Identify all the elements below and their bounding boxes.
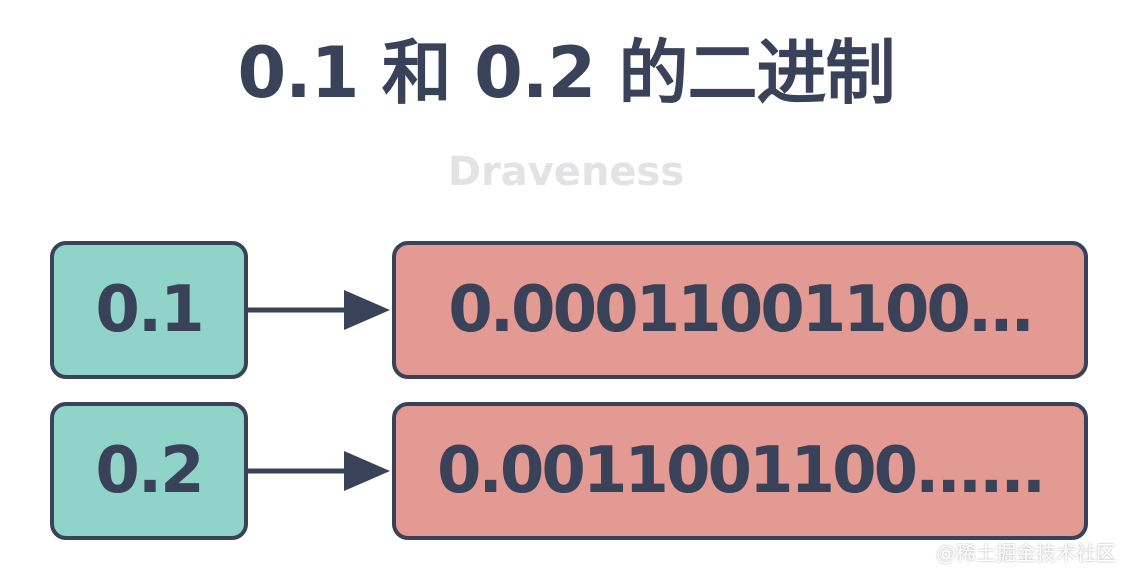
- author-subtitle: Draveness: [447, 149, 685, 195]
- decimal-box-0-2: 0.2: [50, 402, 248, 540]
- diagram-title: 0.1 和 0.2 的二进制: [237, 32, 895, 114]
- arrow-icon: [248, 451, 390, 491]
- watermark: @稀土掘金技术社区: [936, 541, 1116, 565]
- arrow-icon: [248, 290, 390, 330]
- binary-value: 0.0011001100......: [436, 434, 1046, 508]
- decimal-value: 0.2: [95, 434, 204, 508]
- binary-box-0-1: 0.00011001100...: [392, 241, 1088, 379]
- decimal-value: 0.1: [95, 273, 204, 347]
- binary-value: 0.00011001100...: [448, 273, 1035, 347]
- decimal-box-0-1: 0.1: [50, 241, 248, 379]
- binary-box-0-2: 0.0011001100......: [392, 402, 1088, 540]
